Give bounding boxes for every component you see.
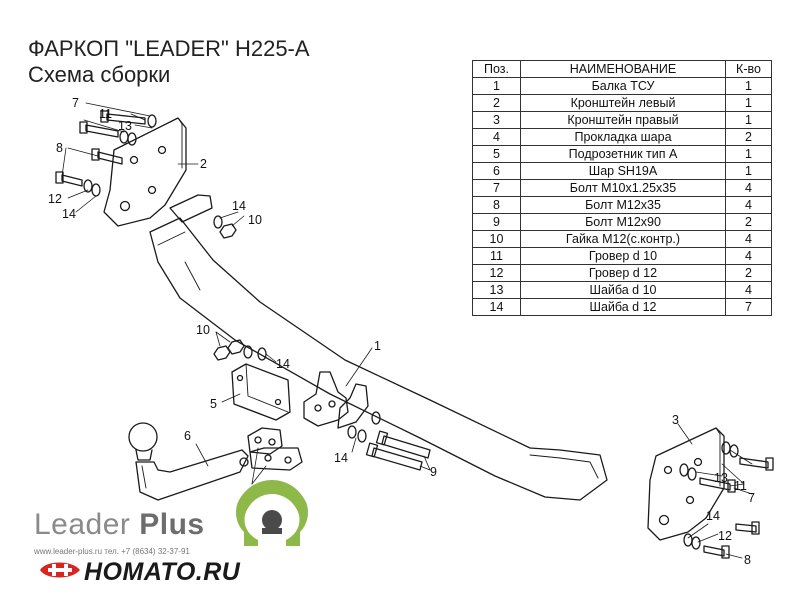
callout-6: 6 — [184, 429, 191, 443]
callout-2: 2 — [200, 157, 207, 171]
cell-name: Подрозетник тип А — [520, 145, 726, 163]
callout-14-beam: 14 — [334, 451, 348, 465]
leader-lines — [61, 102, 753, 559]
callout-5: 5 — [210, 397, 217, 411]
cell-name: Шар SH19A — [520, 162, 726, 180]
brand-name: Leader Plus — [34, 508, 205, 542]
callout-labels: 1 2 3 4 5 6 7 7 8 8 9 10 10 11 11 12 12 … — [48, 96, 755, 567]
leader-plus-logo — [236, 480, 308, 546]
callout-3: 3 — [672, 413, 679, 427]
parts-table-header: Поз. НАИМЕНОВАНИЕ К-во — [472, 60, 772, 78]
callout-9: 9 — [430, 465, 437, 479]
callout-10-left: 10 — [196, 323, 210, 337]
homato-emblem — [40, 562, 80, 578]
socket-bracket — [231, 363, 291, 421]
cell-name: Гайка М12(с.контр.) — [520, 230, 726, 248]
callout-10-right: 10 — [248, 213, 262, 227]
callout-13-left: 13 — [118, 119, 132, 133]
brand-bold: Plus — [139, 508, 205, 541]
callout-11-right: 11 — [734, 479, 747, 493]
cell-name: Кронштейн левый — [520, 94, 726, 112]
diagram-title: ФАРКОП "LEADER" H225-A Схема сборки — [28, 36, 310, 88]
callout-7-left: 7 — [72, 96, 79, 110]
callout-7-right: 7 — [748, 491, 755, 505]
callout-13-right: 13 — [714, 471, 728, 485]
callout-14-left: 14 — [62, 207, 76, 221]
beam-tsu — [149, 194, 608, 501]
header-pos: Поз. — [472, 60, 521, 78]
bolts-m12x90 — [365, 430, 431, 471]
brand-contacts: www.leader-plus.ru тел. +7 (8634) 32-37-… — [34, 547, 190, 556]
callout-14-mid: 14 — [276, 357, 290, 371]
title-line-2: Схема сборки — [28, 62, 171, 87]
cell-name: Болт М12x90 — [520, 213, 726, 231]
callout-1: 1 — [374, 339, 381, 353]
callout-8-right: 8 — [744, 553, 751, 567]
shop-name: HOMATO.RU — [84, 558, 241, 586]
fasteners-left — [55, 110, 381, 443]
title-line-1: ФАРКОП "LEADER" H225-A — [28, 36, 310, 61]
callout-14-right: 14 — [706, 509, 720, 523]
callout-14-top: 14 — [232, 199, 246, 213]
callout-12-left: 12 — [48, 192, 62, 206]
callout-12-right: 12 — [718, 529, 732, 543]
bracket-left — [103, 117, 187, 227]
callout-8-left: 8 — [56, 141, 63, 155]
bracket-right — [647, 427, 725, 541]
cell-name: Прокладка шара — [520, 128, 726, 146]
ball-mount-plates — [303, 371, 369, 429]
fasteners-right — [679, 441, 774, 559]
cell-qty: 1 — [725, 145, 772, 163]
cell-qty: 7 — [725, 298, 772, 316]
cell-pos: 11 — [472, 247, 521, 265]
brand-light: Leader — [34, 508, 131, 541]
ball-spacers — [247, 427, 303, 471]
callout-11-left: 11 — [99, 107, 112, 121]
tow-ball — [128, 422, 249, 501]
